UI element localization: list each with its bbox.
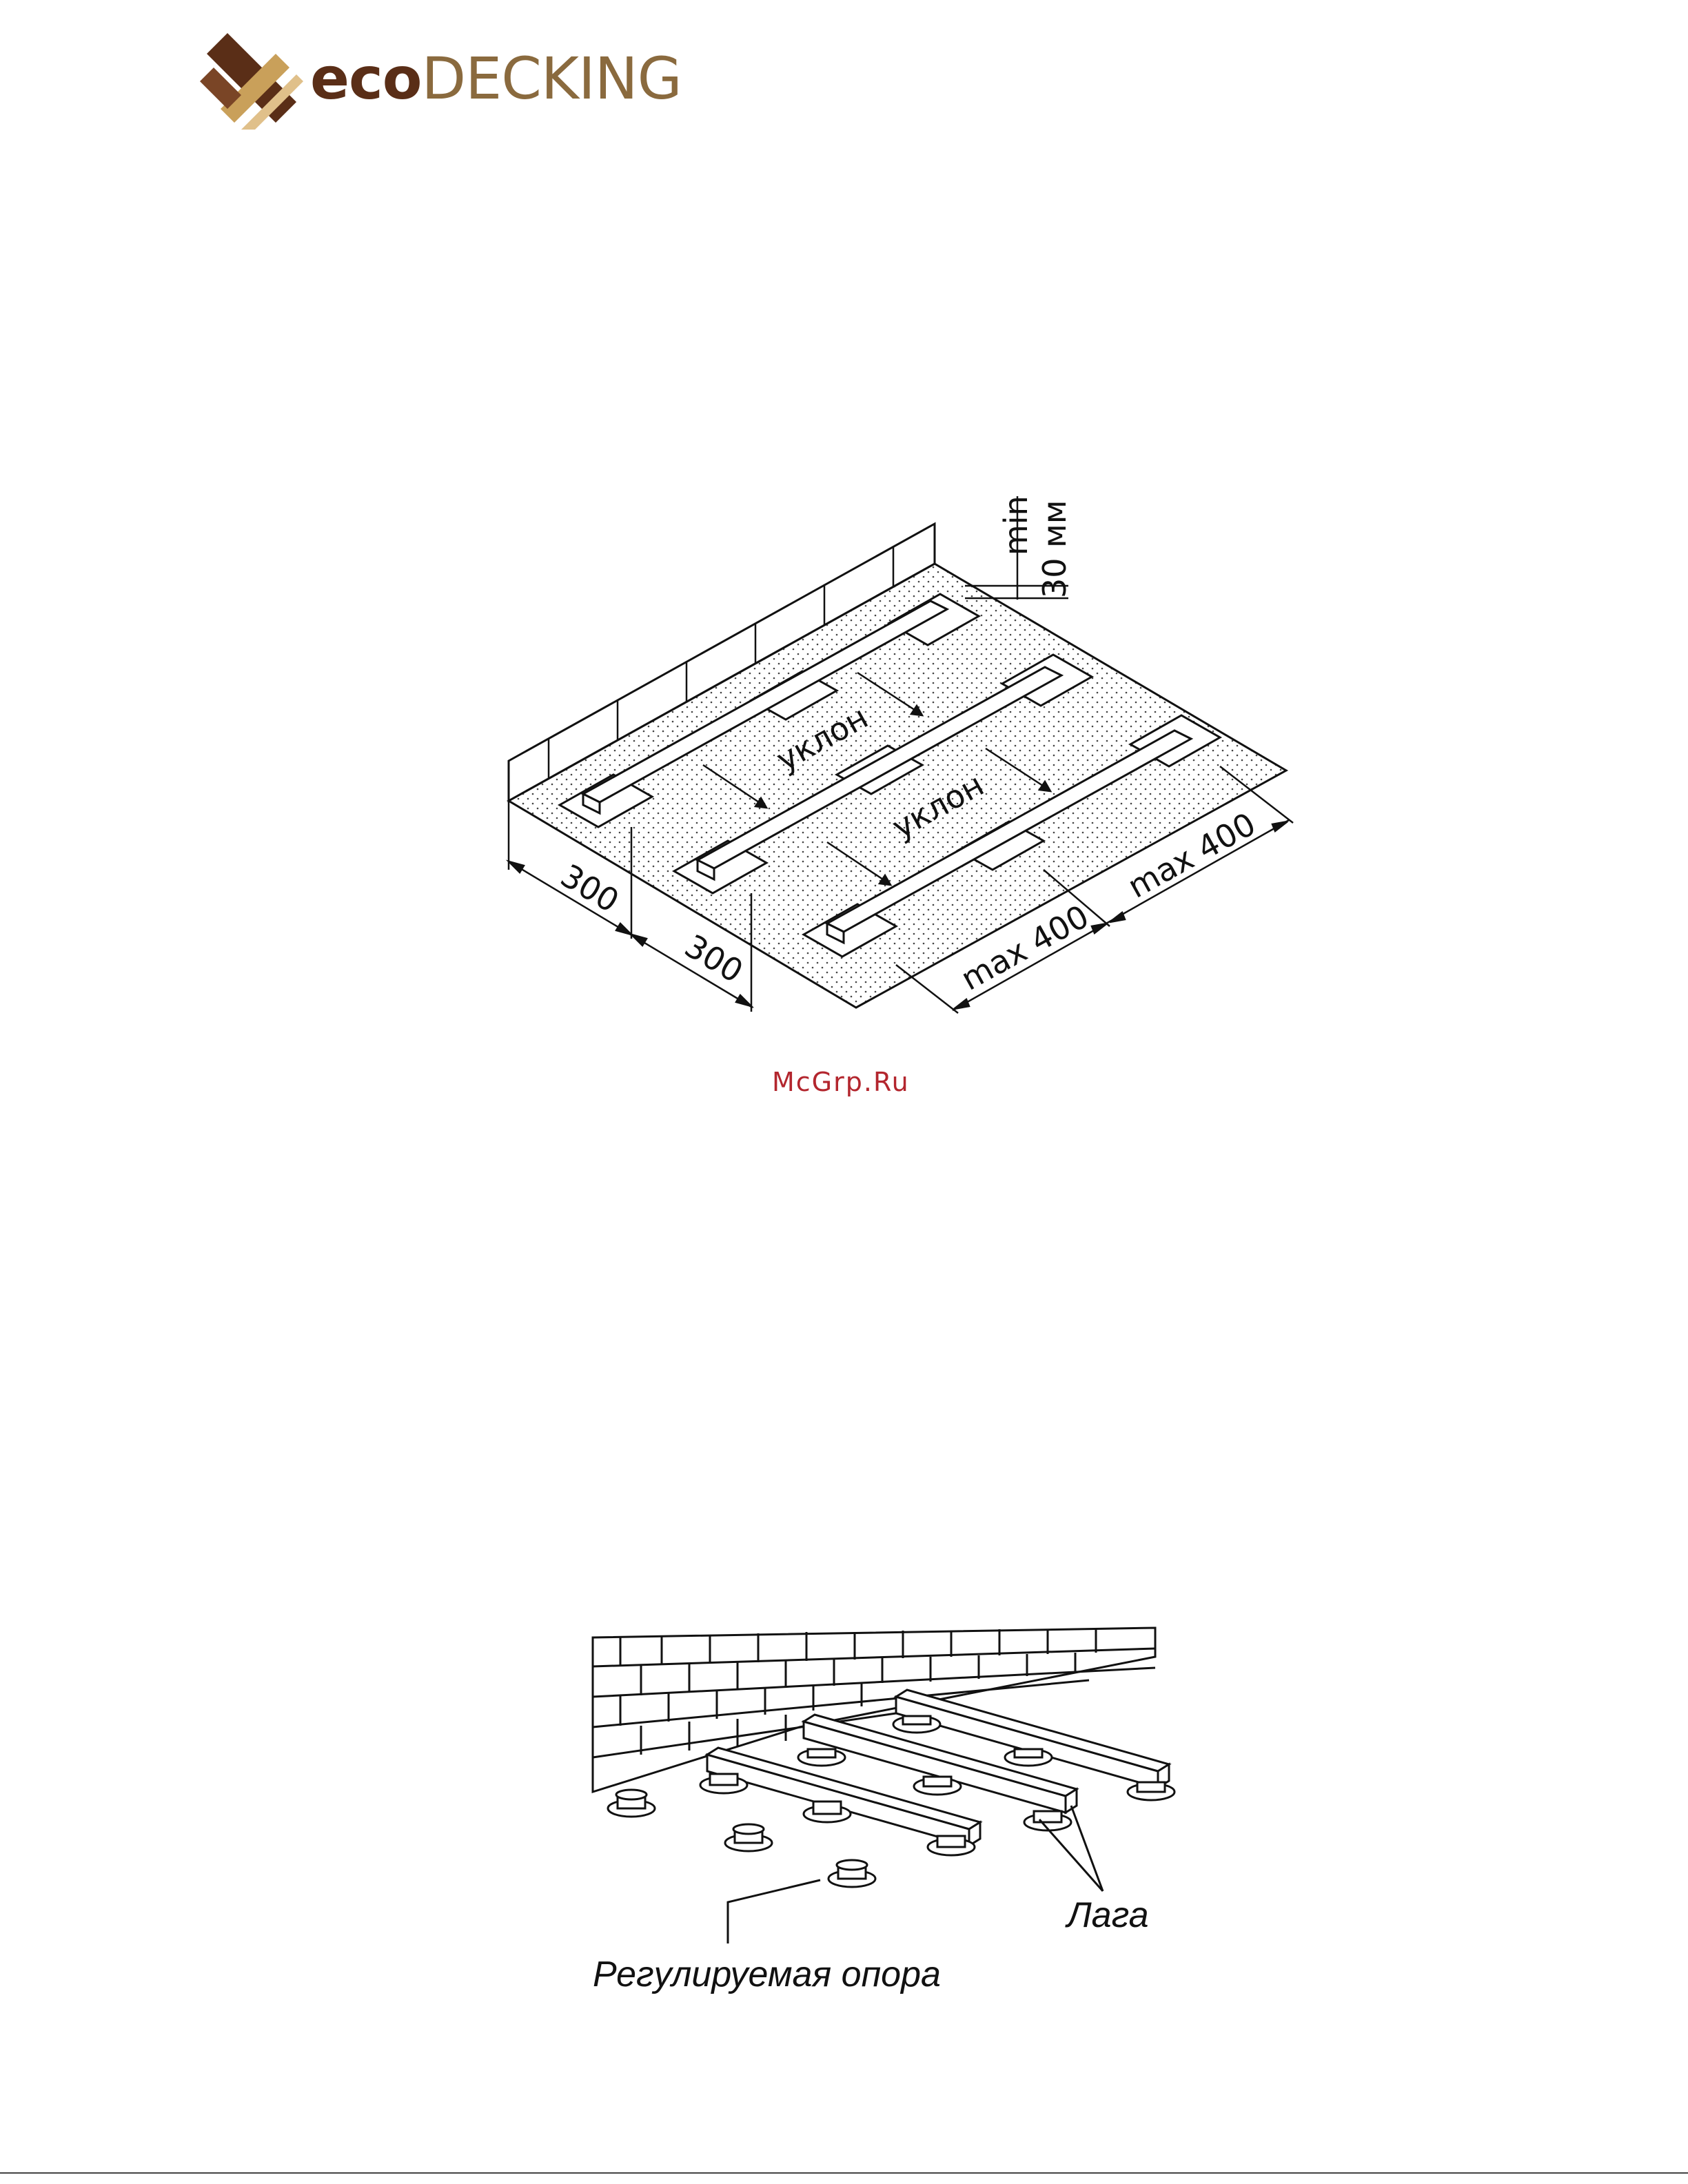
adjustable-support: [828, 1860, 875, 1887]
adjustable-support: [914, 1777, 961, 1795]
adjustable-support: [1128, 1782, 1175, 1800]
brick-wall: [593, 1628, 1155, 1792]
adjustable-support: [608, 1790, 655, 1817]
adjustable-support: [798, 1749, 845, 1766]
slab-joist-diagram: уклон уклон min 30 мм 300 300: [509, 496, 1293, 1013]
height-label-value: 30 мм: [1036, 500, 1073, 598]
support-label: Регулируемая опора: [593, 1955, 941, 1994]
adjustable-support: [1005, 1749, 1052, 1766]
joist-label: Лага: [1065, 1895, 1149, 1935]
height-label-min: min: [997, 496, 1035, 555]
adjustable-support: [893, 1716, 940, 1733]
footer-divider: [0, 2172, 1688, 2174]
watermark: McGrp.Ru: [772, 1067, 910, 1097]
adjustable-support-diagram: Лага Регулируемая опора: [593, 1628, 1175, 1994]
adjustable-support: [725, 1824, 772, 1851]
